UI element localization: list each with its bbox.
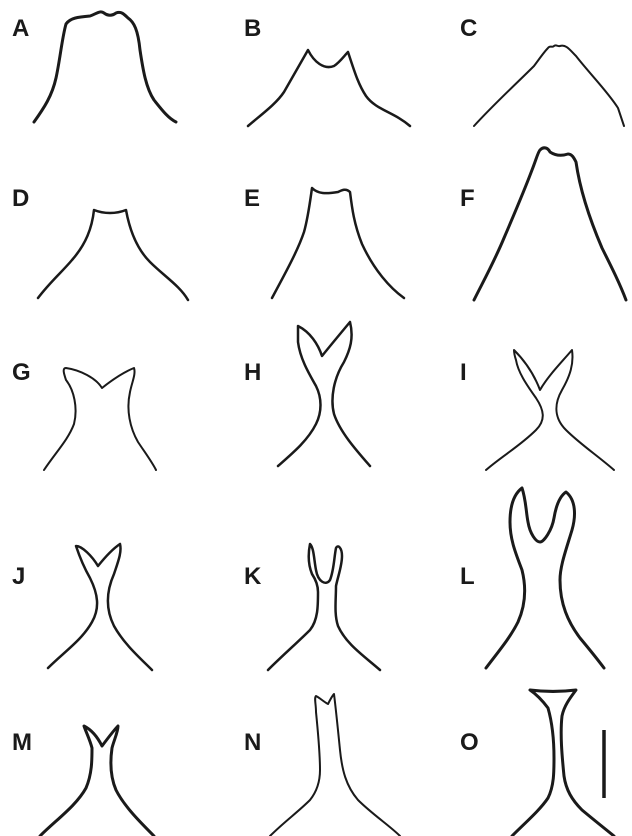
panel-label-c: C (460, 15, 477, 42)
outline-g (44, 368, 156, 470)
outline-i (486, 350, 614, 470)
outline-a (34, 12, 176, 122)
panel-label-o: O (460, 729, 479, 756)
panel-label-n: N (244, 729, 261, 756)
outline-h (278, 322, 370, 466)
panel-label-e: E (244, 185, 260, 212)
outline-o (512, 690, 614, 836)
outline-n (270, 694, 400, 836)
outline-j (48, 544, 152, 670)
panel-label-l: L (460, 563, 475, 590)
panel-label-f: F (460, 185, 475, 212)
outline-b (248, 50, 410, 126)
outline-m (40, 726, 154, 836)
outline-k (268, 544, 380, 670)
panel-label-d: D (12, 185, 29, 212)
outline-d (38, 210, 188, 300)
outline-e (272, 188, 404, 298)
panel-label-m: M (12, 729, 32, 756)
panel-label-g: G (12, 359, 31, 386)
outline-f (474, 148, 626, 300)
panel-label-j: J (12, 563, 25, 590)
panel-label-i: I (460, 359, 467, 386)
outline-c (474, 45, 624, 126)
panel-label-a: A (12, 15, 29, 42)
panel-label-b: B (244, 15, 261, 42)
panel-label-h: H (244, 359, 261, 386)
outline-l (486, 488, 604, 668)
panel-label-k: K (244, 563, 262, 590)
